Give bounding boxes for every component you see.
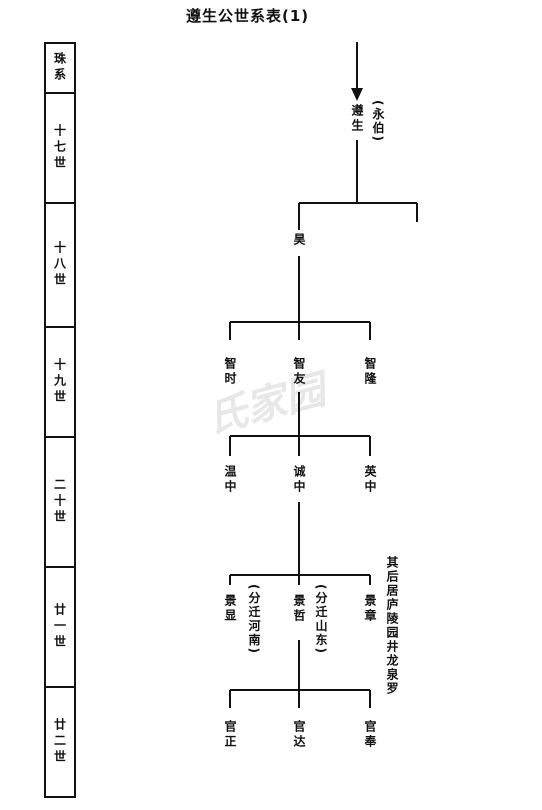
node-hao: 昊 xyxy=(292,233,306,248)
note-zunsheng: (永伯) xyxy=(371,100,385,143)
node-chengzhong: 诚中 xyxy=(292,465,306,495)
page-title: 遵生公世系表(1) xyxy=(186,7,310,25)
generation-label-20: 二十世 xyxy=(46,438,74,568)
node-jingzhe: 景哲 xyxy=(292,594,306,624)
note-jingxian: (分迁河南) xyxy=(247,584,261,655)
generation-label-17: 十七世 xyxy=(46,94,74,204)
node-yingzhong: 英中 xyxy=(363,465,377,495)
node-guanzheng: 官正 xyxy=(223,720,237,750)
generation-column: 珠系 十七世 十八世 十九世 二十世 廿一世 廿二世 xyxy=(44,42,76,798)
node-zhiyou: 智友 xyxy=(292,357,306,387)
node-wenzhong: 温中 xyxy=(223,465,237,495)
arrow-head xyxy=(351,88,363,101)
note-jingzhang: 其后居庐陵园井龙泉罗 xyxy=(385,556,399,696)
node-guanfeng: 官奉 xyxy=(363,720,377,750)
generation-label-22: 廿二世 xyxy=(52,718,67,766)
node-zunsheng: 遵生 xyxy=(350,104,364,134)
node-guanda: 官达 xyxy=(292,720,306,750)
node-zhilong: 智隆 xyxy=(363,357,377,387)
generation-label-19: 十九世 xyxy=(46,328,74,438)
generation-label-18: 十八世 xyxy=(46,204,74,328)
note-jingzhe: (分迁山东) xyxy=(314,584,328,655)
node-jingzhang: 景章 xyxy=(363,594,377,624)
node-jingxian: 景显 xyxy=(223,594,237,624)
generation-label-zhuxi: 珠系 xyxy=(46,44,74,94)
node-zhishi: 智时 xyxy=(223,357,237,387)
generation-label-21: 廿一世 xyxy=(46,568,74,688)
